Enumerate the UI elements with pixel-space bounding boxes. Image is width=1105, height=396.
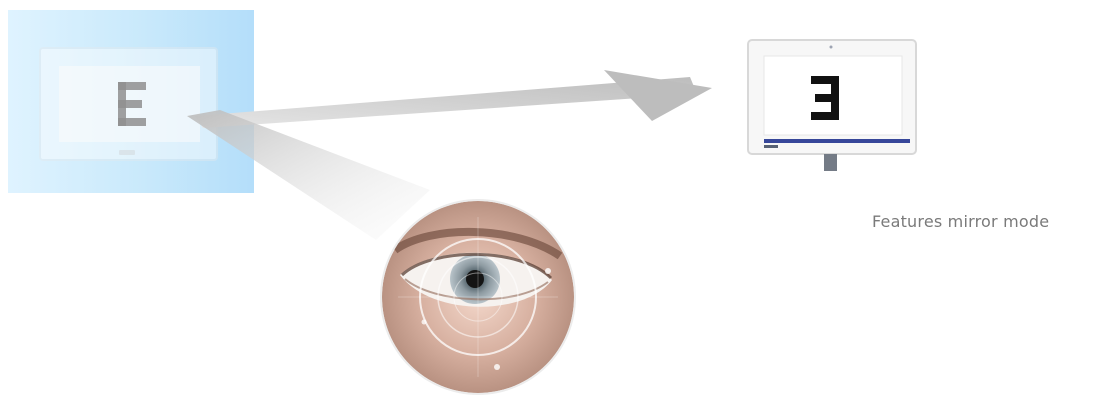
e-letter-top-bar [118, 82, 146, 90]
e-letter-bottom-bar [118, 118, 146, 126]
scan-marker-right [545, 268, 551, 274]
mirrored-monitor-panel [8, 10, 254, 193]
target-monitor-stand [824, 154, 837, 171]
feature-caption: Features mirror mode [872, 212, 1049, 231]
mirror-e-top-bar [811, 76, 839, 84]
mirrored-monitor-stand [119, 150, 135, 155]
target-monitor [748, 40, 916, 171]
target-monitor-camera-dot [830, 46, 833, 49]
scan-marker-left [422, 320, 427, 325]
scan-marker-bottom [494, 364, 500, 370]
e-letter-middle-bar [118, 100, 142, 108]
target-monitor-accent-strip [764, 139, 910, 143]
eye-medallion [380, 199, 576, 395]
mirror-e-middle-bar [815, 94, 839, 102]
mirror-e-bottom-bar [811, 112, 839, 120]
target-monitor-badge [764, 145, 778, 148]
